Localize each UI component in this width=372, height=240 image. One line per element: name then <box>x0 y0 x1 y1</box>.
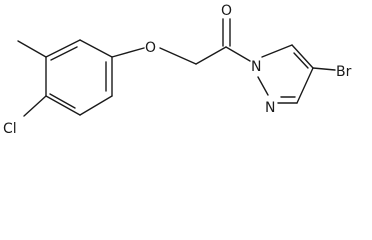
methylene-carbonyl-bond <box>195 46 227 65</box>
chlorine-atom-label: Cl <box>3 121 17 137</box>
benzene-ring <box>45 39 113 116</box>
pyrazole-n2-label: N <box>265 100 275 116</box>
pyrazole-ring <box>257 44 314 104</box>
bromo-bond <box>312 67 336 71</box>
ether-oxygen-label: O <box>145 40 156 56</box>
carbonyl-oxygen-label: O <box>221 3 232 19</box>
carbonyl-double-bond <box>222 18 231 47</box>
pyrazole-n1-label: N <box>251 59 261 75</box>
chloro-bond <box>23 95 47 117</box>
chemical-structure-diagram: Cl O O N N Br <box>3 3 352 137</box>
oxygen-methylene-bond <box>159 47 197 65</box>
carbonyl-nitrogen-bond <box>225 46 251 62</box>
aryl-oxygen-bond <box>111 47 145 58</box>
methyl-bond <box>17 40 47 58</box>
bromine-atom-label: Br <box>336 64 352 80</box>
